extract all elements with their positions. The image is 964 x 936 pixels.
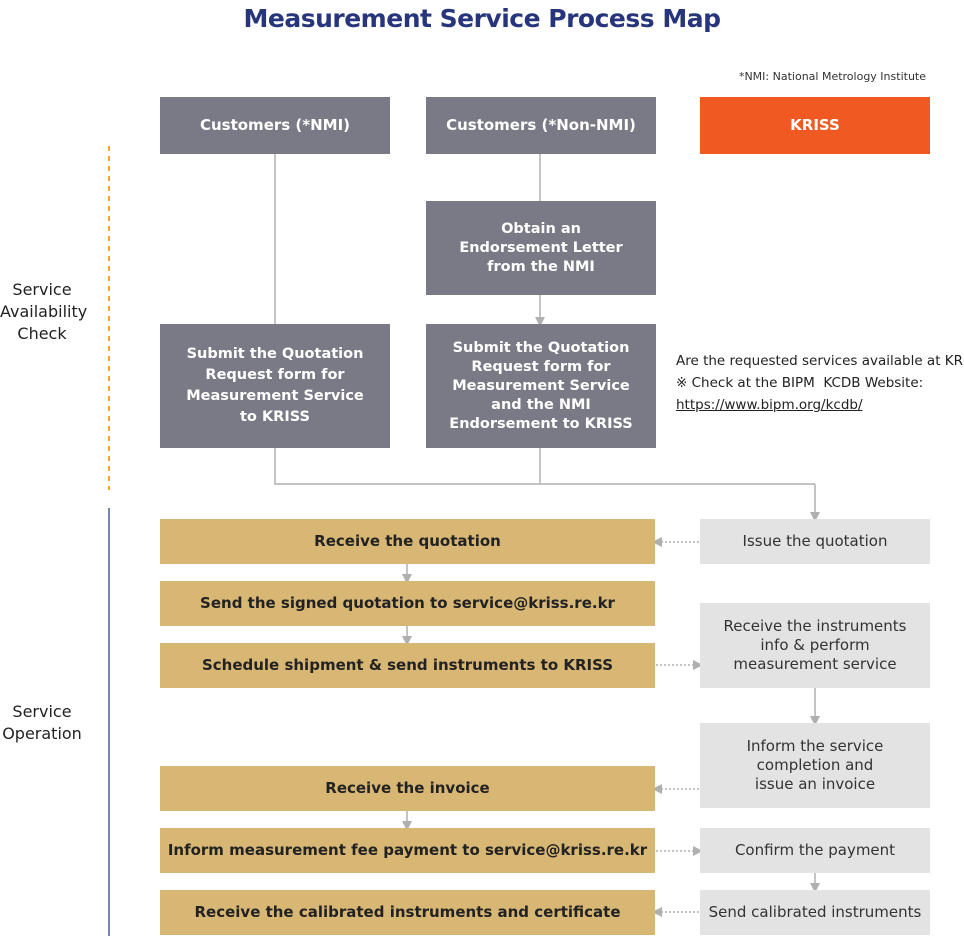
step-confirm-payment: Confirm the payment xyxy=(700,828,930,873)
availability-question: Are the requested services available at … xyxy=(676,353,964,369)
header-customers-non-nmi: Customers (*Non-NMI) xyxy=(426,97,656,154)
page-title: Measurement Service Process Map xyxy=(243,4,721,33)
step-receive-calibrated: Receive the calibrated instruments and c… xyxy=(160,890,655,935)
nmi-footnote: *NMI: National Metrology Institute xyxy=(738,70,926,83)
step-inform-completion: Inform the service completion and issue … xyxy=(700,723,930,808)
phase-label-availability: Service Availability Check xyxy=(0,280,88,343)
step-send-signed-quotation: Send the signed quotation to service@kri… xyxy=(160,581,655,626)
step-receive-invoice: Receive the invoice xyxy=(160,766,655,811)
phase-label-operation: Service Operation xyxy=(2,702,82,743)
connector-submit-merge xyxy=(274,448,815,485)
step-submit-quotation-non-nmi: Submit the Quotation Request form for Me… xyxy=(426,324,656,448)
step-inform-payment: Inform measurement fee payment to servic… xyxy=(160,828,655,873)
kcdb-link[interactable]: https://www.bipm.org/kcdb/ xyxy=(676,397,863,413)
step-send-calibrated: Send calibrated instruments xyxy=(700,890,930,935)
step-schedule-shipment: Schedule shipment & send instruments to … xyxy=(160,643,655,688)
step-issue-quotation: Issue the quotation xyxy=(700,519,930,564)
step-receive-quotation: Receive the quotation xyxy=(160,519,655,564)
header-kriss: KRISS xyxy=(700,97,930,154)
step-obtain-endorsement: Obtain an Endorsement Letter from the NM… xyxy=(426,201,656,295)
step-receive-instruments: Receive the instruments info & perform m… xyxy=(700,603,930,688)
step-submit-quotation-nmi: Submit the Quotation Request form for Me… xyxy=(160,324,390,448)
availability-info: Are the requested services available at … xyxy=(676,350,964,416)
header-customers-nmi: Customers (*NMI) xyxy=(160,97,390,154)
kcdb-check-note: ※ Check at the BIPM KCDB Website: xyxy=(676,375,924,391)
